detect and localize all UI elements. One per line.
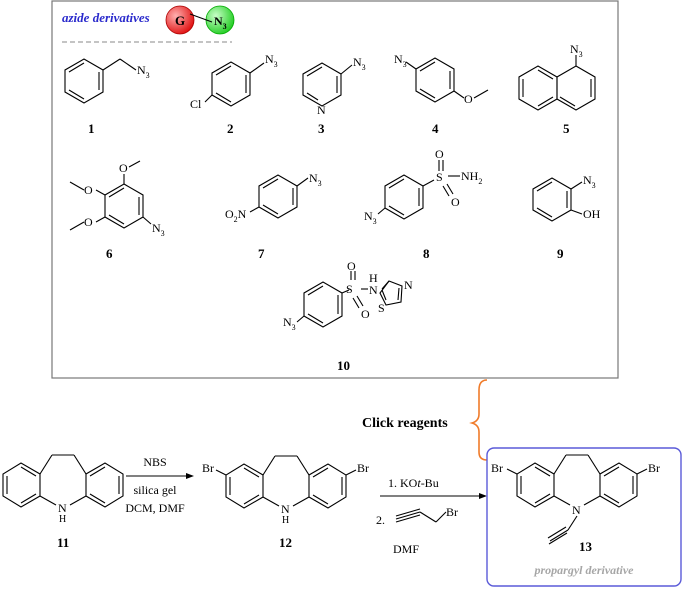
svg-text:N3: N3 [364, 209, 377, 226]
svg-text:Br: Br [446, 505, 458, 519]
step2-reagent-2-number: 2. [376, 513, 385, 527]
structure-4 [405, 57, 489, 103]
step1-reagent-1: NBS [143, 455, 166, 469]
svg-text:O: O [119, 161, 128, 175]
structure-9 [532, 177, 583, 222]
svg-text:O: O [347, 259, 356, 273]
structure-10 [296, 271, 403, 328]
azide-box [51, 0, 619, 379]
svg-text:Br: Br [202, 461, 214, 475]
svg-text:N3: N3 [214, 14, 227, 31]
svg-text:O: O [435, 147, 444, 161]
compound-number-4: 4 [432, 121, 439, 136]
orange-brace [469, 379, 488, 461]
step1-solvent: DCM, DMF [125, 501, 185, 515]
compound-number-8: 8 [423, 246, 430, 261]
structure-5 [518, 55, 596, 111]
compound-number-6: 6 [106, 246, 113, 261]
propargyl-derivative-label: propargyl derivative [534, 563, 635, 577]
legend-n-sub: 3 [223, 22, 227, 31]
svg-text:O: O [451, 195, 460, 209]
svg-text:N: N [58, 501, 67, 515]
compound-number-1: 1 [88, 121, 95, 136]
step1-reagent-2: silica gel [134, 483, 178, 497]
compound-number-13: 13 [579, 539, 593, 554]
svg-text:H: H [369, 271, 378, 285]
svg-text:Br: Br [648, 461, 660, 475]
compound-number-9: 9 [557, 246, 564, 261]
svg-text:S: S [346, 282, 353, 296]
legend-g-text: G [175, 13, 185, 28]
legend-n-text: N [214, 14, 223, 28]
svg-text:H: H [59, 514, 66, 525]
g-sphere [165, 5, 195, 35]
structure-12 [215, 455, 357, 509]
svg-text:N3: N3 [583, 173, 596, 190]
svg-text:S: S [436, 170, 443, 184]
step2-solvent: DMF [393, 542, 419, 556]
svg-text:O: O [464, 92, 473, 106]
compound-number-7: 7 [258, 246, 265, 261]
svg-text:N3: N3 [283, 315, 296, 332]
structure-7 [249, 174, 309, 219]
svg-text:S: S [378, 301, 385, 315]
atom-labels: N3 N3 Cl N3 N N3 O N3 O O O N3 N3 O2N S … [58, 42, 660, 526]
compound-number-3: 3 [318, 121, 325, 136]
click-reagents-label: Click reagents [362, 416, 448, 431]
svg-text:N3: N3 [353, 55, 366, 72]
svg-text:Br: Br [357, 461, 369, 475]
product-box [486, 447, 682, 587]
compound-number-12: 12 [279, 535, 292, 550]
step2-reagent-1: 1. KOt-Bu [388, 476, 439, 490]
svg-text:N3: N3 [394, 52, 407, 69]
svg-text:O: O [361, 307, 370, 321]
svg-text:N3: N3 [137, 63, 150, 80]
svg-text:N3: N3 [152, 221, 165, 238]
svg-text:N3: N3 [309, 171, 322, 188]
svg-text:O: O [84, 183, 93, 197]
compound-number-10: 10 [337, 358, 350, 373]
structure-11 [2, 454, 124, 508]
compound-number-5: 5 [563, 121, 570, 136]
svg-text:O2N: O2N [225, 207, 247, 224]
structure-1 [64, 58, 137, 104]
svg-text:H: H [282, 515, 289, 526]
svg-text:N: N [281, 502, 290, 516]
compound-number-11: 11 [57, 535, 69, 550]
svg-text:N: N [317, 103, 326, 117]
compound-number-2: 2 [227, 121, 234, 136]
svg-text:Br: Br [491, 461, 503, 475]
svg-text:N: N [369, 283, 378, 297]
svg-text:N3: N3 [570, 42, 583, 59]
box-title: azide derivatives [62, 10, 150, 25]
svg-text:NH2: NH2 [461, 169, 482, 186]
svg-text:N3: N3 [265, 52, 278, 69]
svg-text:OH: OH [583, 207, 601, 221]
structure-3 [302, 62, 353, 107]
svg-text:O: O [84, 215, 93, 229]
structure-8 [377, 160, 460, 220]
svg-text:N: N [572, 503, 581, 517]
svg-text:Cl: Cl [190, 97, 202, 111]
structure-6 [69, 160, 152, 231]
svg-text:N: N [404, 278, 413, 292]
structure-13 [506, 454, 648, 545]
legend-g-n3: G N3 [165, 5, 235, 35]
structure-2 [204, 61, 265, 107]
propargyl-bromide-structure [395, 508, 447, 523]
